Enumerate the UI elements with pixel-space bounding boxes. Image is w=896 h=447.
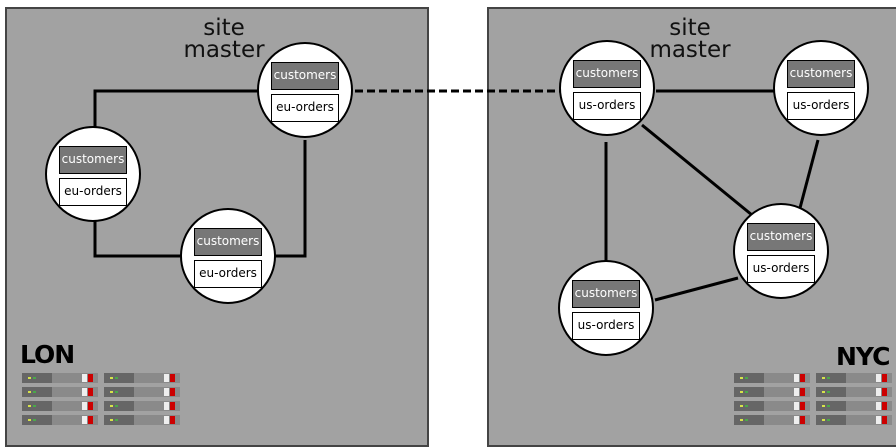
cache-orders: us-orders	[787, 92, 855, 120]
link-lon-node3-master	[275, 140, 307, 258]
node-lon-master[interactable]: customers eu-orders	[257, 42, 353, 138]
node-nyc-4[interactable]: customers us-orders	[558, 260, 654, 356]
link-nyc-master-node3	[641, 123, 753, 217]
node-lon-3[interactable]: customers eu-orders	[180, 208, 276, 304]
link-nyc-node2-node3	[798, 139, 820, 209]
link-nyc-node4-node3	[654, 276, 739, 302]
node-nyc-3[interactable]: customers us-orders	[733, 203, 829, 299]
node-nyc-2[interactable]: customers us-orders	[773, 40, 869, 136]
site-master-label-nyc: site master	[649, 15, 731, 63]
cache-orders: us-orders	[572, 312, 640, 340]
link-lon-node2-node3	[93, 210, 180, 258]
cache-customers: customers	[787, 60, 855, 88]
cache-customers: customers	[747, 223, 815, 251]
cache-orders: us-orders	[747, 255, 815, 283]
node-nyc-master[interactable]: customers us-orders	[559, 40, 655, 136]
cache-orders: eu-orders	[194, 260, 262, 288]
link-lon-master-node2	[93, 89, 258, 140]
cache-customers: customers	[194, 228, 262, 256]
cache-customers: customers	[59, 146, 127, 174]
cache-customers: customers	[572, 280, 640, 308]
cache-orders: us-orders	[573, 92, 641, 120]
cache-orders: eu-orders	[59, 178, 127, 206]
site-master-label-lon: site master	[183, 15, 265, 63]
site-name-nyc: NYC	[836, 342, 890, 371]
node-lon-2[interactable]: customers eu-orders	[45, 126, 141, 222]
cache-orders: eu-orders	[271, 94, 339, 122]
site-name-lon: LON	[20, 340, 75, 369]
cache-customers: customers	[573, 60, 641, 88]
cache-customers: customers	[271, 62, 339, 90]
